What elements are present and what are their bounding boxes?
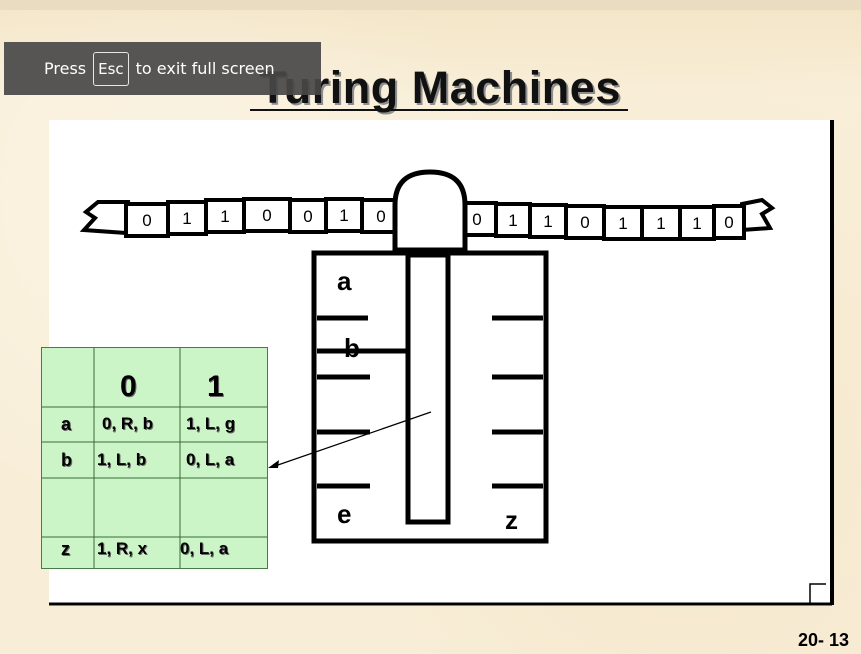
tape-cell <box>712 204 746 240</box>
tape-cell-symbol: 1 <box>220 207 229 226</box>
fullscreen-notice-prefix: Press <box>44 59 87 78</box>
tape-cell-symbol: 0 <box>472 210 481 229</box>
tape-cell <box>602 205 644 241</box>
title-underline <box>250 109 628 111</box>
fullscreen-notice-suffix: to exit full screen <box>135 59 275 78</box>
fullscreen-notice: Press Esc to exit full screen <box>4 42 321 95</box>
head-dome <box>392 169 468 253</box>
tape-cell-symbol: 0 <box>376 207 385 226</box>
table-row-a-on1: 1, L, g <box>186 414 236 433</box>
page-number: 20- 13 <box>797 630 849 650</box>
state-label-b: b <box>344 333 360 363</box>
tape-cell <box>678 205 716 241</box>
tape-cell <box>324 197 364 233</box>
tape-cell-symbol: 1 <box>618 214 627 233</box>
control-pointer-rod <box>405 252 451 525</box>
transition-table: 0 1 a 0, R, b 1, L, g b 1, L, b 0, L, a … <box>41 347 268 569</box>
window-top-edge <box>0 0 861 10</box>
state-label-e: e <box>337 499 351 529</box>
table-row-b-on0: 1, L, b <box>97 450 147 469</box>
tape-cell <box>640 205 682 241</box>
tape-cell-symbol: 1 <box>339 206 348 225</box>
table-header-1: 1 <box>207 370 224 403</box>
state-label-z: z <box>505 505 518 535</box>
table-row-z-state: z <box>61 539 70 559</box>
esc-key-hint: Esc <box>93 51 129 86</box>
tape-cell-symbol: 1 <box>543 212 552 231</box>
tape: 0 1 1 0 0 1 0 0 1 1 0 1 1 1 0 <box>79 197 776 241</box>
table-row-b-state: b <box>61 450 72 470</box>
tape-cell <box>204 198 246 234</box>
arrowhead-icon <box>268 460 279 468</box>
tape-cell-symbol: 0 <box>303 207 312 226</box>
canvas-corner-fold <box>809 583 826 604</box>
table-header-0: 0 <box>120 370 137 403</box>
tape-cell-symbol: 1 <box>656 214 665 233</box>
tape-cell-symbol: 1 <box>692 214 701 233</box>
tape-cell-symbol: 0 <box>262 206 271 225</box>
pointer-arrow <box>268 411 432 468</box>
table-row-a-on0: 0, R, b <box>102 414 154 433</box>
table-row-b-on1: 0, L, a <box>186 450 235 469</box>
tape-cell-symbol: 1 <box>182 209 191 228</box>
tape-cell-symbol: 0 <box>142 211 151 230</box>
tape-cell-symbol: 1 <box>508 211 517 230</box>
table-row-z-on1: 0, L, a <box>180 539 229 558</box>
table-grid <box>42 348 267 568</box>
machine-head: a b e z <box>311 169 549 544</box>
table-row-a-state: a <box>61 414 72 434</box>
state-label-a: a <box>337 266 352 296</box>
tape-cell-symbol: 0 <box>724 213 733 232</box>
tape-cell-symbol: 0 <box>580 213 589 232</box>
table-row-z-on0: 1, R, x <box>97 539 148 558</box>
